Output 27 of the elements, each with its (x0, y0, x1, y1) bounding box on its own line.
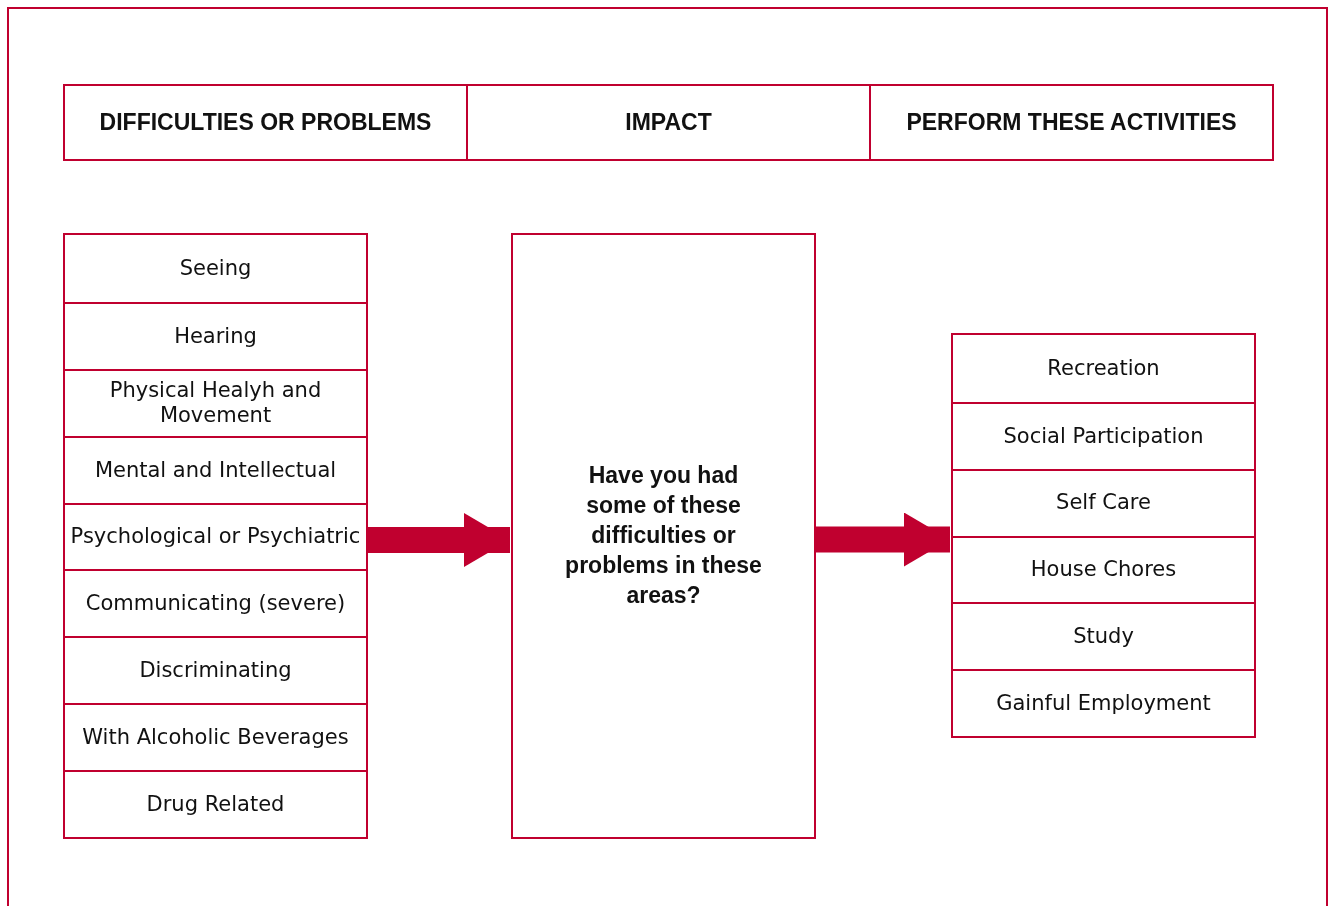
item-label: With Alcoholic Beverages (82, 725, 349, 751)
item-label: House Chores (1030, 557, 1177, 583)
list-box (63, 233, 368, 839)
item-label: Psychological or Psychiatric (70, 524, 361, 550)
block-arrow (815, 512, 950, 567)
question-text: Have you had some of these difficulties or problems in these areas? (564, 461, 763, 610)
list-box (951, 333, 1256, 738)
item-label: Communicating (severe) (85, 591, 346, 617)
column-header (869, 84, 1274, 161)
block-arrow (367, 513, 510, 567)
item-label: Seeing (179, 255, 252, 282)
item-label: Self Care (1056, 490, 1151, 516)
header-text: DIFFICULTIES OR PROBLEMS (99, 108, 432, 137)
column-header (466, 84, 871, 161)
header-text: IMPACT (625, 108, 712, 137)
item-label: Drug Related (146, 791, 285, 818)
item-label: Hearing (174, 323, 257, 349)
item-label: Study (1073, 624, 1134, 650)
item-label: Gainful Employment (996, 690, 1211, 717)
item-label: Mental and Intellectual (94, 457, 337, 483)
item-label: Discriminating (139, 658, 292, 684)
item-label: Recreation (1047, 355, 1160, 381)
column-header (63, 84, 468, 161)
item-label: Social Participation (1003, 423, 1204, 449)
question-box (511, 233, 816, 839)
header-text: PERFORM THESE ACTIVITIES (906, 108, 1237, 137)
item-label: Physical Healyh and Movement (108, 378, 323, 429)
